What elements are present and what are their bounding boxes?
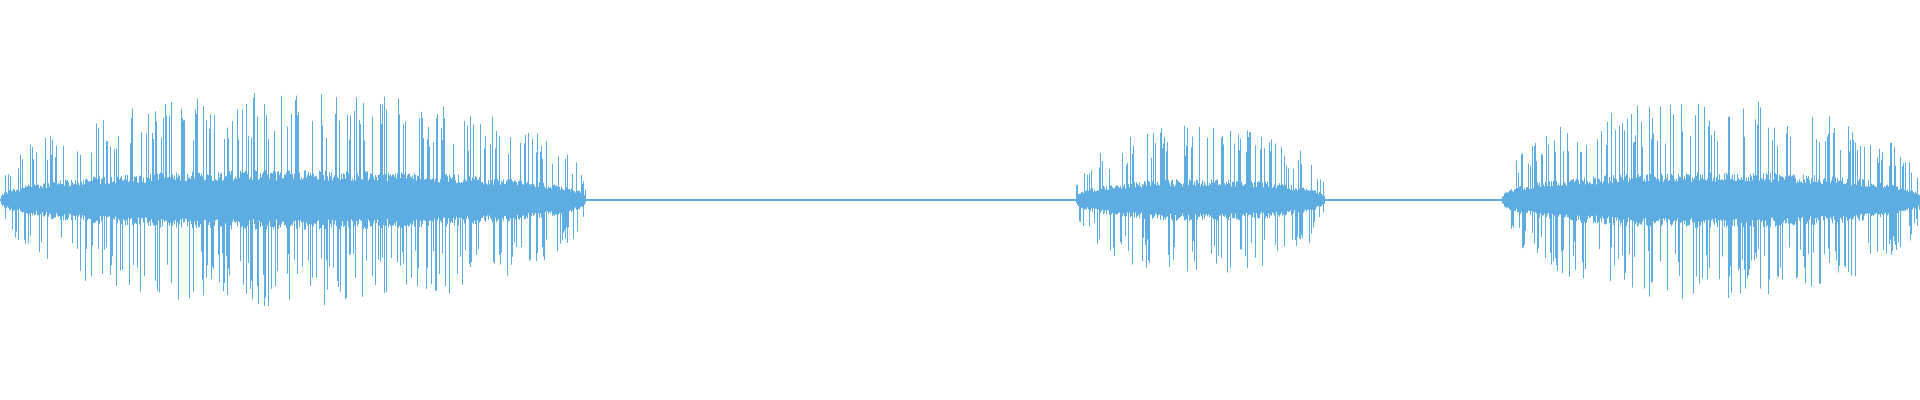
waveform-samples [0,93,1920,307]
waveform-path [0,93,1920,307]
